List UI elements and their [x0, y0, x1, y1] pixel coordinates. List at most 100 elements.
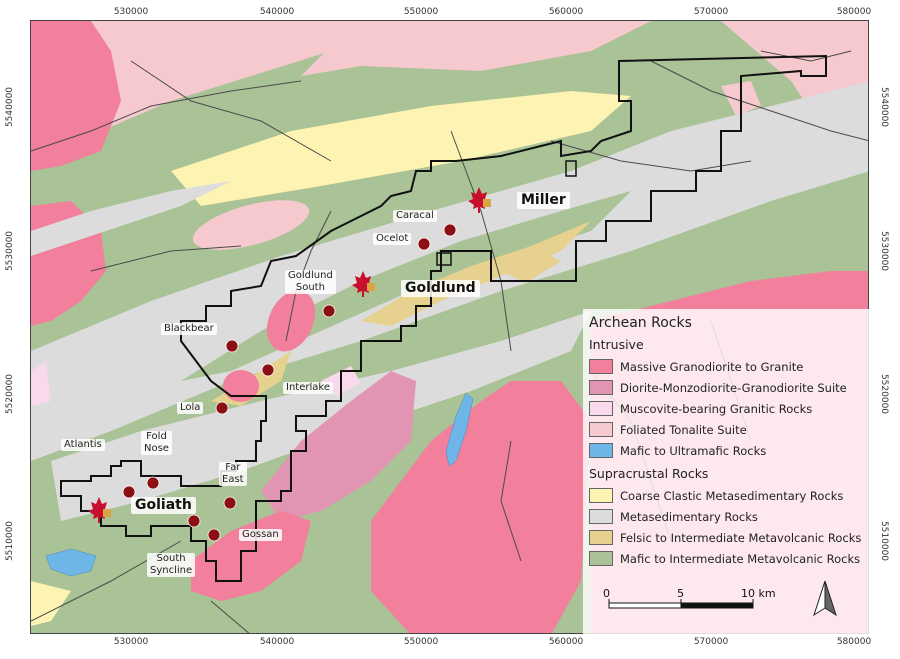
- prospect-label-blackbear: Blackbear: [161, 323, 217, 335]
- unit-foliated-tonalite: [301, 21, 651, 76]
- deposit-label-goliath: Goliath: [131, 497, 196, 514]
- legend-label: Muscovite-bearing Granitic Rocks: [620, 401, 813, 416]
- x-tick-label: 530000: [113, 637, 149, 647]
- legend-swatch: [589, 488, 613, 503]
- legend-swatch: [589, 551, 613, 566]
- unit-mafic-ultramafic: [45, 548, 97, 577]
- unit-metasedimentary: [31, 181, 231, 256]
- x-tick-label: 570000: [693, 7, 729, 17]
- unit-foliated-tonalite: [192, 200, 310, 250]
- property-outline: [565, 160, 577, 177]
- y-tick-label: 5510000: [879, 520, 889, 562]
- prospect-marker-far-east[interactable]: [223, 496, 237, 510]
- prospect-label-ocelot: Ocelot: [373, 233, 412, 245]
- scale-bar-area: [608, 580, 837, 617]
- legend-label: Mafic to Intermediate Metavolcanic Rocks: [620, 551, 861, 566]
- x-tick-label: 560000: [548, 7, 584, 17]
- prospect-marker-caracal[interactable]: [443, 223, 457, 237]
- legend-item: Muscovite-bearing Granitic Rocks: [589, 398, 863, 419]
- legend-label: Felsic to Intermediate Metavolcanic Rock…: [620, 530, 862, 545]
- x-tick-label: 540000: [259, 7, 295, 17]
- prospect-label-goldlund-south: Goldlund South: [285, 270, 336, 294]
- legend: Archean Rocks Intrusive Massive Granodio…: [583, 309, 869, 634]
- prospect-marker-lola[interactable]: [215, 401, 229, 415]
- x-tick-label: 550000: [403, 637, 439, 647]
- legend-item: Mafic to Intermediate Metavolcanic Rocks: [589, 548, 863, 569]
- north-arrow-icon: [813, 580, 837, 617]
- scale-label-5: 5: [677, 587, 684, 600]
- legend-label: Mafic to Ultramafic Rocks: [620, 443, 767, 458]
- legend-swatch: [589, 380, 613, 395]
- y-tick-label: 5520000: [879, 373, 889, 415]
- unit-mafic-ultramafic: [445, 392, 474, 467]
- x-tick-label: 580000: [836, 637, 872, 647]
- prospect-marker-fold-nose[interactable]: [122, 485, 136, 499]
- prospect-marker-ocelot[interactable]: [417, 237, 431, 251]
- legend-swatch: [589, 359, 613, 374]
- prospect-label-gossan: Gossan: [239, 529, 282, 541]
- legend-item: Felsic to Intermediate Metavolcanic Rock…: [589, 527, 863, 548]
- legend-label: Metasedimentary Rocks: [620, 509, 758, 524]
- property-outline: [436, 252, 452, 266]
- prospect-label-south-syncline: South Syncline: [147, 553, 196, 577]
- prospect-marker-goliath[interactable]: [146, 476, 160, 490]
- unit-muscovite-granitic: [31, 361, 51, 406]
- scale-label-10: 10 km: [741, 587, 776, 600]
- x-tick-label: 530000: [113, 7, 149, 17]
- x-tick-label: 570000: [693, 637, 729, 647]
- prospect-marker-gossan[interactable]: [207, 528, 221, 542]
- legend-label: Diorite-Monzodiorite-Granodiorite Suite: [620, 380, 847, 395]
- prospect-marker-goldlund-south[interactable]: [322, 304, 336, 318]
- legend-item: Mafic to Ultramafic Rocks: [589, 440, 863, 461]
- prospect-marker-interlake[interactable]: [261, 363, 275, 377]
- x-tick-label: 580000: [836, 7, 872, 17]
- y-tick-label: 5520000: [5, 373, 15, 415]
- legend-swatch: [589, 422, 613, 437]
- unit-massive-granite: [266, 290, 316, 352]
- legend-intrusive-heading: Intrusive: [589, 337, 644, 352]
- unit-coarse-clastic: [171, 91, 631, 206]
- maple-leaf-icon[interactable]: [468, 187, 491, 213]
- unit-diorite-suite: [261, 371, 416, 521]
- prospect-label-atlantis: Atlantis: [61, 439, 105, 451]
- maple-leaf-icon[interactable]: [352, 271, 375, 297]
- legend-swatch: [589, 401, 613, 416]
- unit-felsic-intermediate: [501, 251, 561, 283]
- y-tick-label: 5540000: [879, 86, 889, 128]
- prospect-label-interlake: Interlake: [283, 382, 333, 394]
- deposit-label-goldlund: Goldlund: [401, 280, 480, 297]
- y-tick-label: 5530000: [5, 230, 15, 272]
- prospect-label-lola: Lola: [177, 402, 204, 414]
- x-tick-label: 550000: [403, 7, 439, 17]
- legend-swatch: [589, 443, 613, 458]
- legend-item: Metasedimentary Rocks: [589, 506, 863, 527]
- maple-leaf-icon[interactable]: [88, 497, 111, 523]
- deposit-label-miller: Miller: [517, 192, 570, 209]
- prospect-markers: [122, 223, 457, 542]
- property-outline: [60, 54, 827, 582]
- legend-title: Archean Rocks: [589, 315, 692, 331]
- unit-massive-granite: [371, 381, 591, 633]
- legend-item: Massive Granodiorite to Granite: [589, 356, 863, 377]
- unit-massive-granite: [31, 21, 121, 171]
- y-tick-label: 5540000: [5, 86, 15, 128]
- unit-coarse-clastic: [31, 581, 71, 626]
- legend-label: Massive Granodiorite to Granite: [620, 359, 804, 374]
- scale-label-0: 0: [603, 587, 610, 600]
- legend-swatch: [589, 530, 613, 545]
- legend-label: Coarse Clastic Metasedimentary Rocks: [620, 488, 844, 503]
- unit-felsic-intermediate: [361, 221, 591, 326]
- y-tick-label: 5510000: [5, 520, 15, 562]
- prospect-marker-blackbear[interactable]: [225, 339, 239, 353]
- scale-bar: [608, 599, 754, 609]
- prospect-marker-south-syncline[interactable]: [187, 514, 201, 528]
- legend-item: Diorite-Monzodiorite-Granodiorite Suite: [589, 377, 863, 398]
- legend-supracrustal-heading: Supracrustal Rocks: [589, 466, 709, 481]
- legend-label: Foliated Tonalite Suite: [620, 422, 747, 437]
- x-tick-label: 560000: [548, 637, 584, 647]
- prospect-label-far-east: Far East: [219, 462, 247, 486]
- unit-massive-granite: [223, 370, 259, 402]
- legend-swatch: [589, 509, 613, 524]
- y-tick-label: 5530000: [879, 230, 889, 272]
